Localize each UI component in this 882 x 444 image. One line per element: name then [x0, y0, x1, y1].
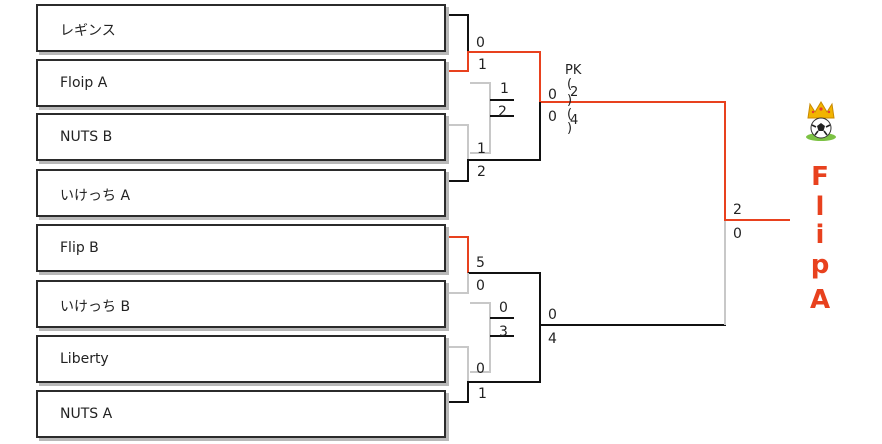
pk-paren-open: ( — [567, 107, 573, 122]
score-m3-top: 5 — [476, 255, 485, 271]
score-m4-top: 0 — [476, 361, 485, 377]
bracket-line-m2-prelim — [470, 82, 491, 154]
bracket-line-m4-bottom — [447, 325, 541, 403]
winner-letter: p — [810, 250, 830, 280]
bracket-line-m4-prelim — [470, 302, 491, 373]
team-box: NUTS B — [36, 113, 446, 161]
team-box: NUTS A — [36, 390, 446, 438]
team-name: Floip A — [60, 75, 108, 91]
team-box: Flip B — [36, 224, 446, 272]
team-box: Floip A — [36, 59, 446, 107]
team-name: いけっち B — [60, 299, 131, 315]
score-m2-top: 1 — [477, 141, 486, 157]
winner-letter: F — [811, 162, 829, 192]
bracket-line-m1-top — [447, 14, 540, 53]
pk-paren-close: ) — [567, 121, 573, 136]
bracket-line-m2-prelim-win — [490, 99, 514, 117]
score-m4-bottom: 1 — [478, 386, 487, 402]
bracket-line-m1-bottom — [447, 51, 790, 221]
bracket-line-semi-bottom — [540, 220, 726, 326]
score-semi-top-bottom: 0 — [548, 109, 557, 125]
score-m2-prelim-bottom: 2 — [498, 104, 507, 120]
bracket-line-m2-bottom — [447, 102, 541, 182]
team-box: Liberty — [36, 335, 446, 383]
bracket-line-m2-top — [447, 124, 469, 160]
pk-score-top: 2 — [570, 85, 579, 100]
pk-paren-open: ( — [567, 77, 573, 92]
team-box: いけっち A — [36, 169, 446, 217]
score-m2-bottom: 2 — [477, 164, 486, 180]
bracket-line-final-winner — [724, 102, 790, 221]
score-final-bottom: 0 — [733, 226, 742, 242]
score-semi-top-top: 0 — [548, 87, 557, 103]
team-name: Liberty — [60, 351, 109, 367]
score-m1-top: 0 — [476, 35, 485, 51]
team-name: レギンス — [60, 23, 116, 39]
score-m2-prelim-top: 1 — [500, 81, 509, 97]
team-box: レギンス — [36, 4, 446, 52]
bracket-line-m3-top — [447, 236, 540, 274]
pk-label: PK — [565, 63, 582, 78]
team-box: いけっち B — [36, 280, 446, 328]
bracket-line-m4-top — [447, 346, 469, 382]
score-m1-bottom: 1 — [478, 57, 487, 73]
pk-score-bottom: 4 — [570, 113, 579, 128]
score-semi-bottom-bottom: 4 — [548, 331, 557, 347]
pk-paren-close: ) — [567, 93, 573, 108]
team-name: NUTS B — [60, 129, 113, 145]
score-final-top: 2 — [733, 202, 742, 218]
winner-letter: i — [815, 220, 825, 250]
team-name: いけっち A — [60, 188, 131, 204]
winner-letter: l — [815, 192, 825, 222]
bracket-line-m3-join — [468, 272, 541, 325]
winner-letter: A — [809, 285, 831, 315]
bracket-line-m4-prelim-win — [490, 317, 514, 337]
crowned-soccer-ball-icon — [806, 101, 836, 141]
team-name: NUTS A — [60, 406, 113, 422]
score-m3-bottom: 0 — [476, 278, 485, 294]
score-semi-bottom-top: 0 — [548, 307, 557, 323]
score-m4-prelim-bottom: 3 — [499, 324, 508, 340]
bracket-line-m3-bottom — [447, 273, 469, 294]
score-m4-prelim-top: 0 — [499, 300, 508, 316]
team-name: Flip B — [60, 240, 99, 256]
